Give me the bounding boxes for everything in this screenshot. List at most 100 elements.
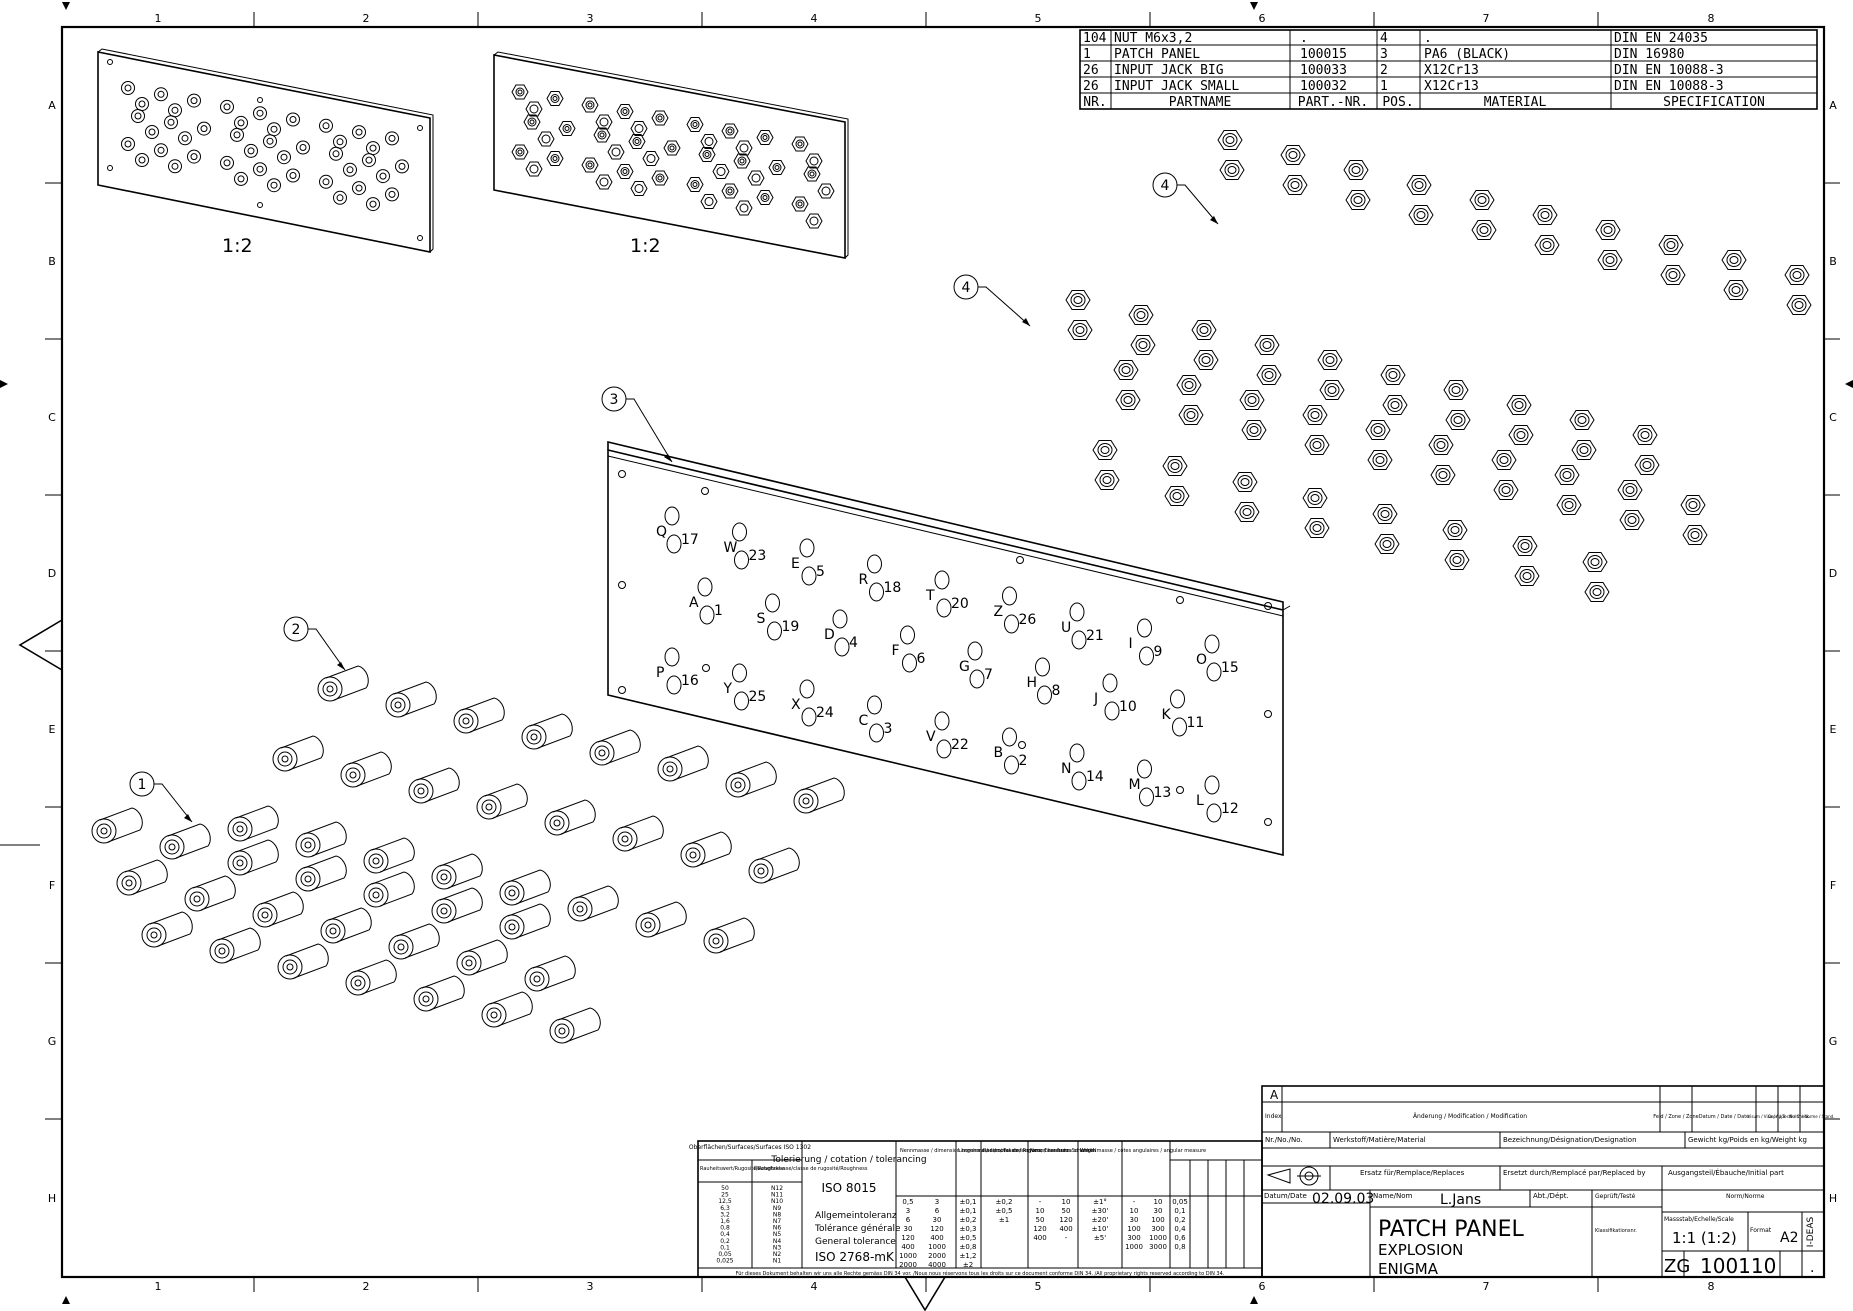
geometric-cell: - [1133, 1198, 1136, 1206]
panel-number: 12 [1221, 801, 1239, 817]
roughness-value: 0,4 [720, 1231, 730, 1238]
geometric-cell: 10 [1130, 1207, 1139, 1215]
tolerance-cell: ±1 [999, 1216, 1009, 1224]
bom-cell: DIN 16980 [1614, 47, 1684, 62]
chamfer-label: Radien, Fasen / Rayons, Chanfreins [983, 1148, 1071, 1154]
balloon-3: 3 [601, 386, 673, 463]
roughness-value: 1,6 [720, 1218, 730, 1225]
svg-text:4: 4 [962, 280, 971, 296]
geometric-cell: 0,2 [1174, 1216, 1185, 1224]
tolerance-cell: 3 [906, 1207, 910, 1215]
panel-number: 15 [1221, 660, 1239, 676]
tolerance-block: Oberflächen/Surfaces/Surfaces ISO 1302 R… [689, 1140, 1263, 1278]
tolerance-cell: 120 [901, 1234, 914, 1242]
angle-cell: 50 [1062, 1207, 1071, 1215]
panel-letter: A [689, 595, 699, 611]
svg-text:4: 4 [1161, 178, 1170, 194]
balloon-2: 2 [283, 616, 346, 671]
format-value: A2 [1780, 1230, 1798, 1246]
angle-cell: 10 [1036, 1207, 1045, 1215]
roughness-value: 3,2 [720, 1211, 730, 1218]
tolerance-cell: 6 [935, 1207, 940, 1215]
panel-letter: L [1196, 793, 1204, 809]
roughness-class: N8 [773, 1211, 781, 1218]
column-label-4: 4 [811, 1280, 818, 1293]
panel-number: 1 [714, 603, 723, 619]
projection-symbol [1266, 1166, 1321, 1186]
angle-cell: - [1065, 1234, 1068, 1242]
bom-cell: 3 [1380, 47, 1388, 62]
panel-letter: R [859, 572, 869, 588]
title-line-2: EXPLOSION [1378, 1241, 1463, 1259]
panel-number: 22 [951, 737, 969, 753]
column-label-2: 2 [363, 1280, 370, 1293]
panel-number: 5 [816, 564, 825, 580]
panel-number: 20 [951, 596, 969, 612]
row-label-C: C [1829, 411, 1837, 424]
general-en: General tolerance [815, 1237, 896, 1247]
geometric-cell: 0,4 [1174, 1225, 1186, 1233]
bom-cell: PA6 (BLACK) [1424, 47, 1510, 62]
row-label-B: B [1829, 255, 1837, 268]
panel-letter: W [724, 540, 738, 556]
tolerance-cell: 0,5 [902, 1198, 913, 1206]
rev-check-label: Gepr. / Testé / Check. [1768, 1114, 1810, 1119]
nuts-group [1065, 130, 1812, 602]
roughness-class: N2 [773, 1251, 781, 1258]
panel-letter: X [791, 697, 801, 713]
tolerance-cell: 4000 [928, 1261, 946, 1269]
column-label-7: 7 [1483, 1280, 1490, 1293]
rough-class-label: Rauheitsklasse/classe de rugosité/Roughn… [754, 1165, 868, 1172]
tol-title: Tolerierung / cotation / tolerancing [770, 1155, 926, 1165]
column-label-1: 1 [155, 12, 162, 25]
rev-change-label: Änderung / Modification / Modification [1413, 1113, 1527, 1120]
drawing-number: 100110 [1700, 1254, 1776, 1278]
bom-cell: 2 [1380, 63, 1388, 78]
dept-label: Abt./Dépt. [1533, 1192, 1569, 1200]
row-label-B: B [48, 255, 56, 268]
replaced-by-label: Ersetzt durch/Remplacé par/Replaced by [1503, 1169, 1646, 1177]
bom-cell: 1 [1083, 47, 1091, 62]
roughness-class: N3 [773, 1244, 781, 1251]
roughness-class: N9 [773, 1205, 781, 1212]
angle-cell: 400 [1033, 1234, 1046, 1242]
rev-zone-label: Feld / Zone / Zone [1653, 1114, 1698, 1120]
row-label-G: G [48, 1035, 57, 1048]
roughness-class: N12 [771, 1185, 783, 1192]
svg-text:1: 1 [138, 777, 147, 793]
tolerance-cell: 3 [935, 1198, 939, 1206]
rev-index-letter: A [1270, 1088, 1279, 1102]
cad-system: I-DEAS [1806, 1217, 1816, 1248]
panel-view-assembled: 1:2 [493, 51, 849, 259]
date-label: Datum/Date [1264, 1192, 1307, 1200]
roughness-class: N1 [773, 1258, 781, 1265]
panel-number: 7 [984, 667, 993, 683]
balloon-4a: 4 [1152, 172, 1219, 225]
row-label-A: A [1829, 99, 1837, 112]
geometric-cell: 3000 [1149, 1243, 1167, 1251]
panel-letter: Y [723, 681, 733, 697]
bom-cell: 1 [1380, 79, 1388, 94]
panel-number: 18 [884, 580, 902, 596]
scale-label: Massstab/Echelle/Scale [1664, 1216, 1734, 1223]
column-label-2: 2 [363, 12, 370, 25]
row-label-D: D [48, 567, 56, 580]
angle-label: Winkelmasse / cotes angulaires / angular… [1080, 1148, 1206, 1154]
roughness-value: 0,025 [716, 1258, 733, 1265]
column-label-6: 6 [1259, 1280, 1266, 1293]
sheet-marker: . [1810, 1260, 1814, 1276]
iso8015: ISO 8015 [822, 1181, 877, 1195]
tolerance-cell: 120 [930, 1225, 943, 1233]
angle-cell: 400 [1059, 1225, 1072, 1233]
panel-letter: U [1061, 620, 1071, 636]
rev-date-label: Datum / Date / Date [1699, 1114, 1750, 1120]
panel-letter: Z [994, 604, 1004, 620]
geometric-cell: 0,1 [1174, 1207, 1185, 1215]
title-line-3: ENIGMA [1378, 1260, 1439, 1278]
tolerance-cell: ±0,2 [996, 1198, 1013, 1206]
geometric-cell: 100 [1127, 1225, 1140, 1233]
panel-letter: F [892, 643, 900, 659]
panel-number: 9 [1154, 644, 1163, 660]
bom-cell: NUT M6x3,2 [1114, 31, 1192, 46]
panel-number: 17 [681, 532, 699, 548]
